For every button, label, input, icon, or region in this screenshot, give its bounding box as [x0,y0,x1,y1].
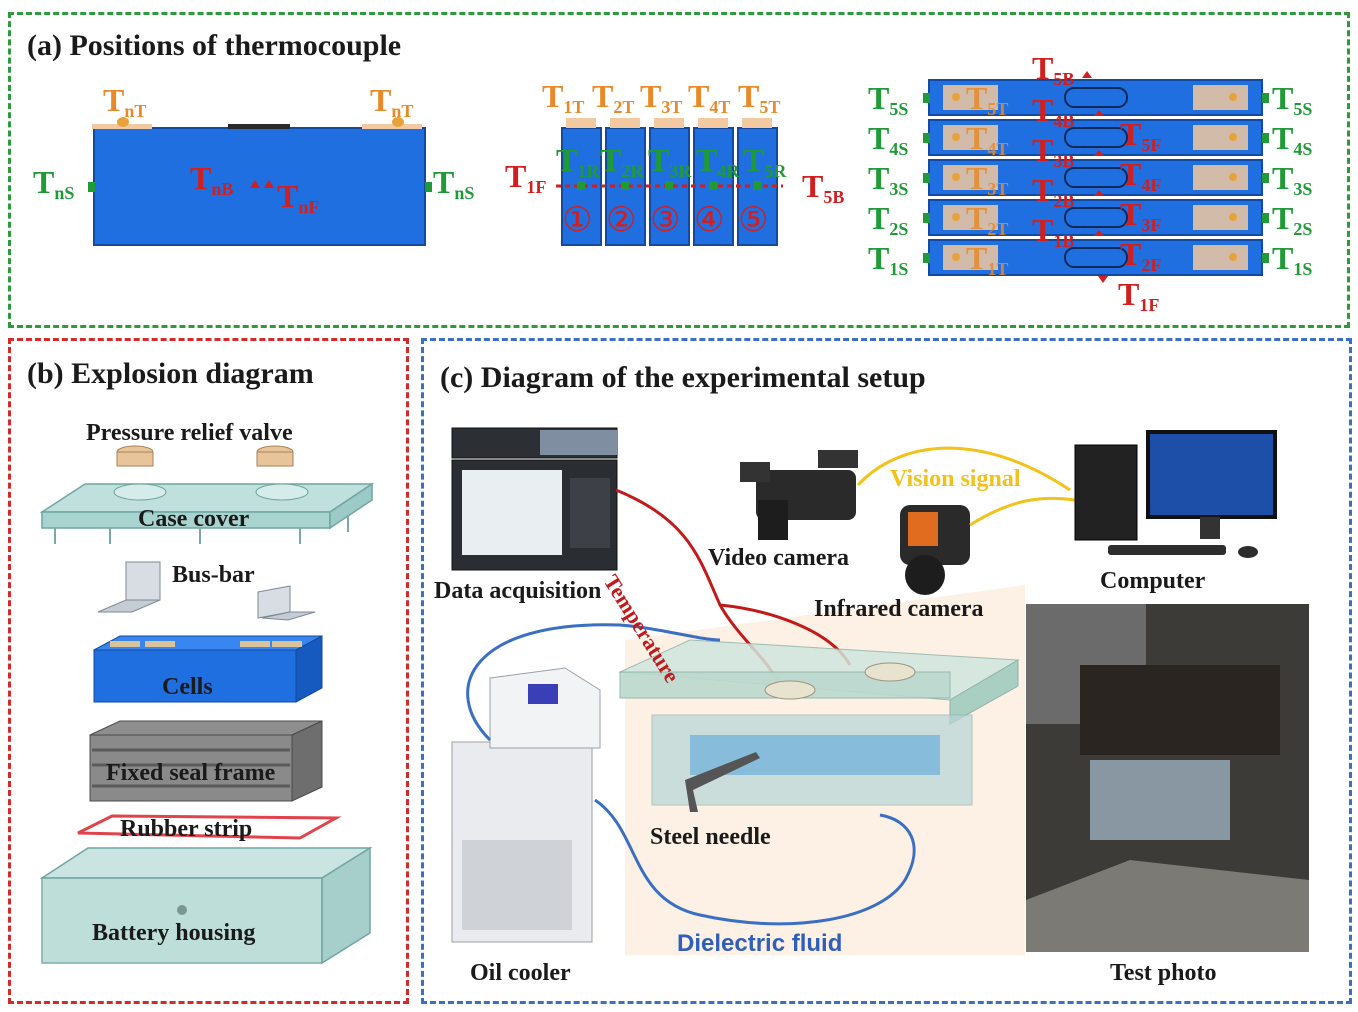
label-t-5r: T5R [743,142,787,181]
label-case-cover: Case cover [138,506,250,532]
explosion-graphics [39,445,375,965]
panel-b-title: (b) Explosion diagram [27,357,314,390]
panel-a-title: (a) Positions of thermocouple [27,29,402,62]
cell-number-3: ③ [650,202,681,239]
label-t-1t-left: T1T [966,240,1009,279]
label-t-1f: T1F [505,158,547,197]
label-pressure-relief-valve: Pressure relief valve [86,420,293,446]
label-t-2f: T2F [1120,236,1162,275]
label-dielectric-fluid: Dielectric fluid [677,930,843,957]
label-t-4f: T4F [1120,156,1162,195]
label-t-3r: T3R [648,142,692,181]
label-t-4b: T4B [1032,92,1075,131]
label-t-2s-left: T2S [868,200,909,239]
label-t-1s-left: T1S [868,240,909,279]
label-vision-signal: Vision signal [890,466,1021,492]
label-t-3s-right: T3S [1272,160,1313,199]
label-t-3t: T3T [640,78,683,117]
label-cells: Cells [162,674,213,700]
label-t-4t: T4T [688,78,731,117]
label-t-nb: TnB [190,160,234,199]
label-test-photo: Test photo [1110,960,1217,986]
label-t-4r: T4R [696,142,740,181]
label-t-1s-right: T1S [1272,240,1313,279]
label-t-nt-left: TnT [103,82,147,121]
setup-graphics [451,427,1309,955]
label-t-2t-left: T2T [966,200,1009,239]
label-t-2r: T2R [600,142,644,181]
label-t-2t: T2T [592,78,635,117]
label-t-5b-top: T5B [1032,50,1075,89]
panel-a-thermocouple-positions: (a) Positions of thermocouple [8,12,1350,328]
label-t-1b: T1B [1032,212,1075,251]
label-t-1f-bottom: T1F [1118,276,1160,315]
label-t-3t-left: T3T [966,160,1009,199]
label-fixed-seal-frame: Fixed seal frame [106,760,276,786]
label-t-4s-right: T4S [1272,120,1313,159]
label-t-1r: T1R [556,142,600,181]
label-t-2b: T2B [1032,172,1075,211]
module-top-diagram [923,71,1269,283]
label-t-4s-left: T4S [868,120,909,159]
label-t-ns-left: TnS [33,164,75,203]
label-t-3f: T3F [1120,196,1162,235]
panel-c-title: (c) Diagram of the experimental setup [440,361,926,394]
label-t-5s-left: T5S [868,80,909,119]
label-t-5s-right: T5S [1272,80,1313,119]
panel-c-experimental-setup: (c) Diagram of the experimental setup [421,338,1352,1004]
label-computer: Computer [1100,568,1206,594]
label-video-camera: Video camera [708,545,850,571]
label-t-3s-left: T3S [868,160,909,199]
label-t-5f: T5F [1120,116,1162,155]
label-t-5b: T5B [802,168,845,207]
cell-number-5: ⑤ [738,202,769,239]
label-infrared-camera: Infrared camera [814,596,984,622]
label-t-5t: T5T [738,78,781,117]
label-t-3b: T3B [1032,132,1075,171]
label-t-1t: T1T [542,78,585,117]
label-data-acquisition: Data acquisition [434,578,602,604]
label-battery-housing: Battery housing [92,920,256,946]
label-oil-cooler: Oil cooler [470,960,571,986]
label-t-nt-right: TnT [370,82,414,121]
cell-number-1: ① [562,202,593,239]
cell-number-2: ② [606,202,637,239]
label-steel-needle: Steel needle [650,824,771,850]
label-t-ns-right: TnS [433,164,475,203]
module-front-diagram [556,118,783,246]
label-t-4t-left: T4T [966,120,1009,159]
label-t-nf: TnF [277,178,320,217]
single-cell-diagram [88,117,432,246]
cell-number-4: ④ [694,202,725,239]
label-t-5t-left: T5T [966,80,1009,119]
label-bus-bar: Bus-bar [172,562,255,588]
label-t-2s-right: T2S [1272,200,1313,239]
panel-b-explosion-diagram: (b) Explosion diagram [8,338,409,1004]
label-rubber-strip: Rubber strip [120,816,253,842]
